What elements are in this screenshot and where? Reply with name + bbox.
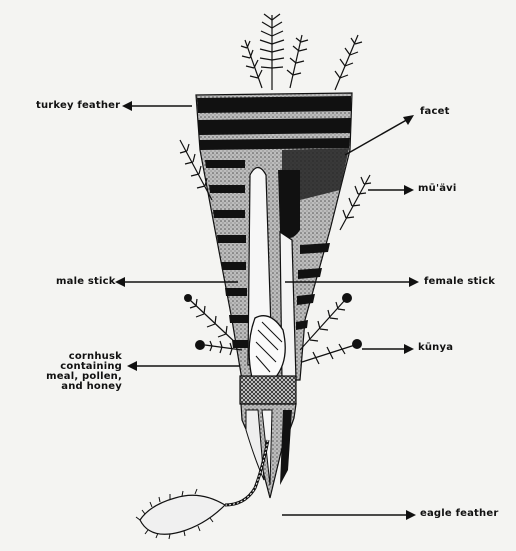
- stick-ends: [241, 404, 296, 498]
- label-kunya: kūnya: [418, 342, 453, 353]
- label-female-stick: female stick: [424, 276, 495, 287]
- label-eagle-feather: eagle feather: [420, 508, 498, 519]
- top-feathers: [241, 14, 362, 90]
- label-mu-avi: mū'ävi: [418, 183, 457, 194]
- eagle-feather: [136, 440, 268, 539]
- binding: [240, 376, 296, 404]
- label-facet: facet: [420, 106, 450, 117]
- label-male-stick: male stick: [56, 276, 116, 287]
- cornhusk: [249, 316, 285, 378]
- label-cornhusk: cornhusk containing meal, pollen, and ho…: [32, 352, 122, 392]
- label-turkey-feather: turkey feather: [36, 100, 120, 111]
